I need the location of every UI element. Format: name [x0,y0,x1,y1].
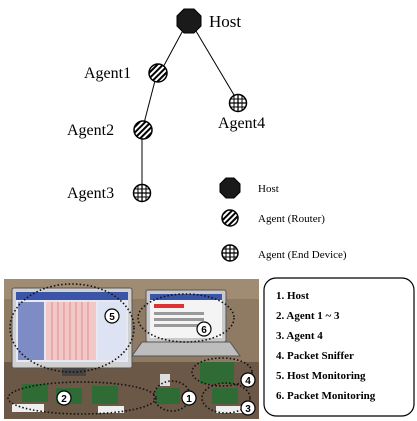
legend-end-device-label: Agent (End Device) [258,249,347,261]
testbed-photo: 5 6 4 2 1 3 [4,279,259,419]
legend-host-label: Host [258,183,279,195]
edge-host-agent4 [189,20,238,101]
legend-router-label: Agent (Router) [258,213,325,225]
agent1-node-label: Agent1 [84,65,131,82]
legend-striped-circle-icon [221,209,239,227]
legend-crosshatch-circle-icon [221,244,239,262]
photo-callouts: 5 6 4 2 1 3 [56,308,256,416]
agent3-node-crosshatch-circle-icon [132,183,152,203]
agent2-node-striped-circle-icon [133,120,153,140]
photo-legend-item-1: 1. Host [276,290,309,302]
photo-legend-item-4: 4. Packet Sniffer [276,350,354,362]
photo-legend-item-6: 6. Packet Monitoring [276,390,376,402]
tree-edges [141,20,238,192]
photo-legend-item-2: 2. Agent 1 ~ 3 [276,310,340,322]
callout-1: 1 [186,394,192,405]
agent4-node-crosshatch-circle-icon [228,93,248,113]
node-legend: Host Agent (Router) Agent (End Device) [219,177,347,262]
photo-legend: 1. Host 2. Agent 1 ~ 3 3. Agent 4 4. Pac… [263,277,415,417]
agent1-node-striped-circle-icon [148,63,168,83]
callout-6: 6 [201,325,207,336]
host-node-label: Host [209,12,241,31]
legend-octagon-icon [219,177,241,199]
callout-5: 5 [109,312,115,323]
agent4-node-label: Agent4 [218,115,265,132]
agent2-node-label: Agent2 [67,122,114,139]
agent3-node-label: Agent3 [67,185,114,202]
photo-legend-item-3: 3. Agent 4 [276,330,323,342]
photo-legend-item-5: 5. Host Monitoring [276,370,366,382]
callout-2: 2 [61,394,67,405]
host-node-octagon-icon [176,8,202,34]
callout-3: 3 [245,404,251,415]
callout-4: 4 [245,376,251,387]
